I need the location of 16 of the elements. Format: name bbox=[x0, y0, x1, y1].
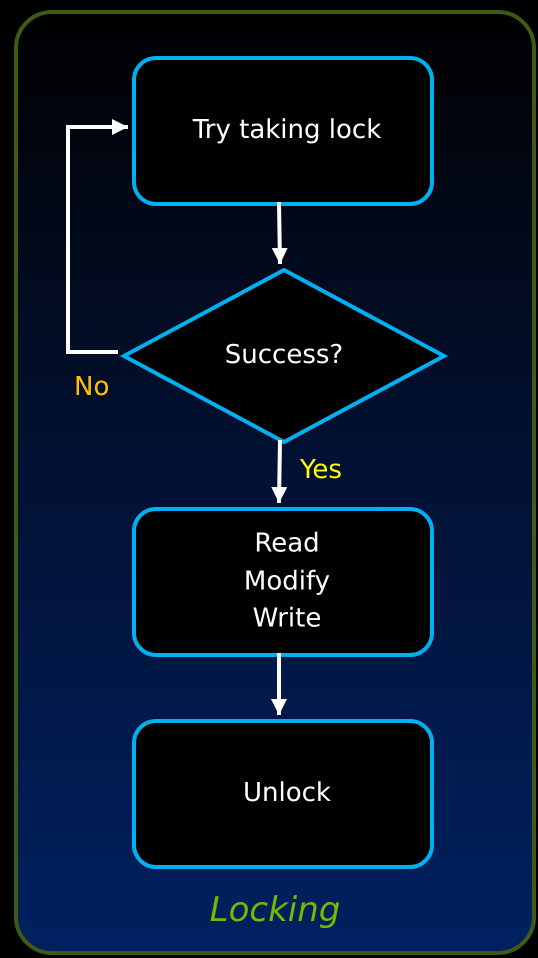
process-box bbox=[132, 719, 434, 869]
group-title: Locking bbox=[208, 890, 342, 931]
node-label: Try taking lock bbox=[192, 114, 382, 148]
arrow bbox=[271, 653, 287, 715]
group-panel bbox=[14, 10, 536, 955]
arrow bbox=[271, 440, 288, 504]
node-label: Success? bbox=[224, 339, 344, 372]
edge-label: No bbox=[74, 372, 110, 404]
process-box bbox=[132, 56, 434, 206]
edge-label: Yes bbox=[300, 455, 342, 486]
arrow bbox=[272, 202, 288, 264]
decision-diamond bbox=[122, 268, 446, 444]
node-label: Unlock bbox=[242, 777, 332, 810]
node-label: Read Modify Write bbox=[242, 527, 332, 636]
process-box bbox=[132, 507, 434, 657]
arrow bbox=[66, 119, 128, 354]
